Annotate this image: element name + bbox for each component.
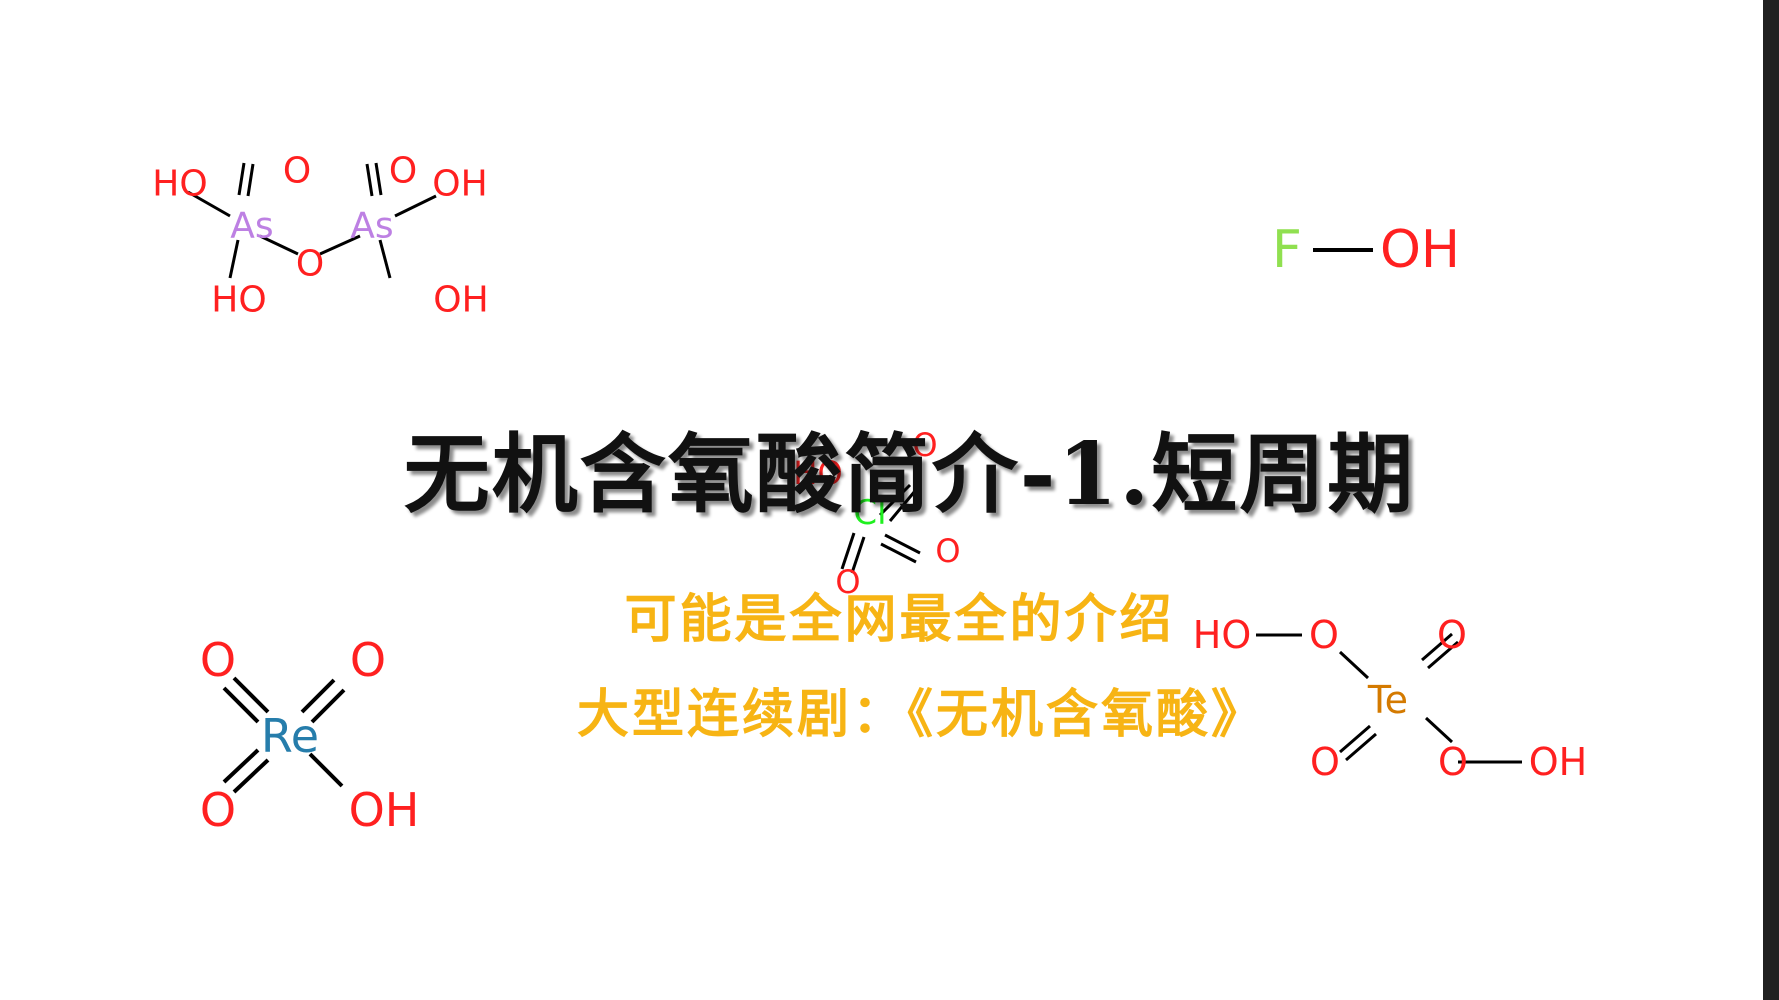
hypofluorous-acid-structure: F OH [1272, 220, 1460, 280]
atom-f: F [1272, 220, 1302, 280]
atom-ho-left: HO [793, 454, 842, 492]
atom-ho-lower-left: HO [211, 280, 266, 321]
page-title: 无机含氧酸简介-1.短周期 [403, 424, 1416, 525]
atom-o-top-right: O [350, 633, 386, 687]
subtitle-series: 大型连续剧：《无机含氧酸》 [576, 685, 1266, 745]
atom-ho-upper-left: HO [152, 164, 207, 205]
pyroarsenic-acid-structure: O O O HO OH As As O HO OH [152, 151, 488, 321]
subtitle-intro: 可能是全网最全的介绍 [624, 590, 1175, 650]
atom-as-left: As [230, 206, 273, 247]
atom-oh-lower-right: OH [433, 280, 488, 321]
atom-ho-left: HO [1193, 613, 1251, 657]
atom-o-bottom-right: O [1438, 740, 1468, 784]
atom-re: Re [261, 709, 319, 763]
atom-oh-upper-right: OH [432, 164, 487, 205]
atom-as-right: As [350, 206, 393, 247]
atom-o-bridge: O [296, 244, 324, 285]
atom-o-top-right: O [1437, 613, 1467, 657]
atom-o-bottom-left: O [1310, 740, 1340, 784]
perrhenic-acid-structure: O O Re O OH [200, 633, 420, 837]
atom-o-top-left: O [200, 633, 236, 687]
atom-o-bottom-left: O [200, 783, 236, 837]
atom-oh: OH [1380, 220, 1460, 280]
atom-o-top-right: O [389, 151, 417, 192]
atom-oh: OH [349, 783, 420, 837]
atom-cl: Cl [853, 493, 886, 533]
atom-o-bottom: O [835, 563, 860, 601]
atom-o-top-left-label: O [283, 151, 311, 192]
atom-te: Te [1367, 678, 1408, 722]
atom-oh-right: OH [1529, 740, 1587, 784]
atom-o-left: O [1309, 613, 1339, 657]
right-edge-border [1763, 0, 1779, 1000]
atom-o-top: O [912, 426, 937, 464]
perchloric-acid-structure: HO O Cl O O [793, 426, 960, 601]
atom-o-right: O [935, 532, 960, 570]
peroxytelluric-acid-structure: HO O O Te O O OH [1193, 613, 1587, 784]
